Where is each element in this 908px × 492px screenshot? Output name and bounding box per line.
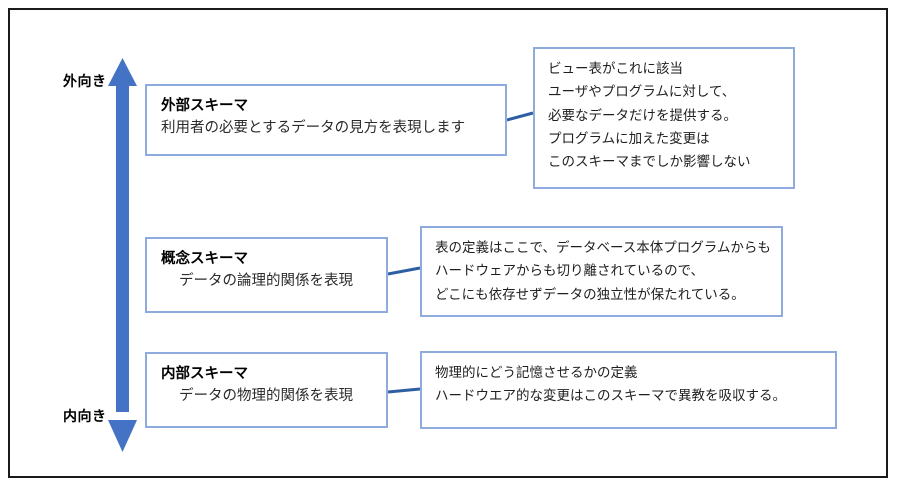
schema-box-external[interactable]: 外部スキーマ 利用者の必要とするデータの見方を表現します xyxy=(145,84,507,156)
note-line: 表の定義はここで、データベース本体プログラムからも xyxy=(435,240,771,255)
schema-title-internal: 内部スキーマ xyxy=(161,366,248,382)
note-line: ユーザやプログラムに対して、 xyxy=(548,84,736,100)
note-box-external[interactable]: ビュー表がこれに該当 ユーザやプログラムに対して、 必要なデータだけを提供する。… xyxy=(533,47,795,189)
note-line: プログラムに加えた変更は xyxy=(548,131,710,147)
schema-description-internal: データの物理的関係を表現 xyxy=(179,388,353,405)
schema-title-external: 外部スキーマ xyxy=(161,98,248,114)
note-line: ハードウエア的な変更はこのスキーマで異教を吸収する。 xyxy=(435,388,786,404)
note-line: 物理的にどう記憶させるかの定義 xyxy=(435,365,638,380)
note-line: 必要なデータだけを提供する。 xyxy=(548,107,737,123)
note-line: ハードウェアからも切り離されているので、 xyxy=(435,263,705,279)
schema-description-conceptual: データの論理的関係を表現 xyxy=(179,273,353,290)
note-box-conceptual[interactable]: 表の定義はここで、データベース本体プログラムからも ハードウェアからも切り離され… xyxy=(420,226,783,317)
note-line: ビュー表がこれに該当 xyxy=(548,61,683,76)
note-line: このスキーマまでしか影響しない xyxy=(548,154,751,170)
direction-label-inward: 内向き xyxy=(63,408,107,424)
schema-description-external: 利用者の必要とするデータの見方を表現します xyxy=(161,120,466,137)
schema-title-conceptual: 概念スキーマ xyxy=(161,251,248,267)
note-line: どこにも依存せずデータの独立性が保たれている。 xyxy=(435,286,745,302)
schema-box-conceptual[interactable]: 概念スキーマ データの論理的関係を表現 xyxy=(145,237,388,313)
schema-box-internal[interactable]: 内部スキーマ データの物理的関係を表現 xyxy=(145,352,388,428)
note-box-internal[interactable]: 物理的にどう記憶させるかの定義 ハードウエア的な変更はこのスキーマで異教を吸収す… xyxy=(420,351,837,429)
direction-label-outward: 外向き xyxy=(63,73,107,89)
